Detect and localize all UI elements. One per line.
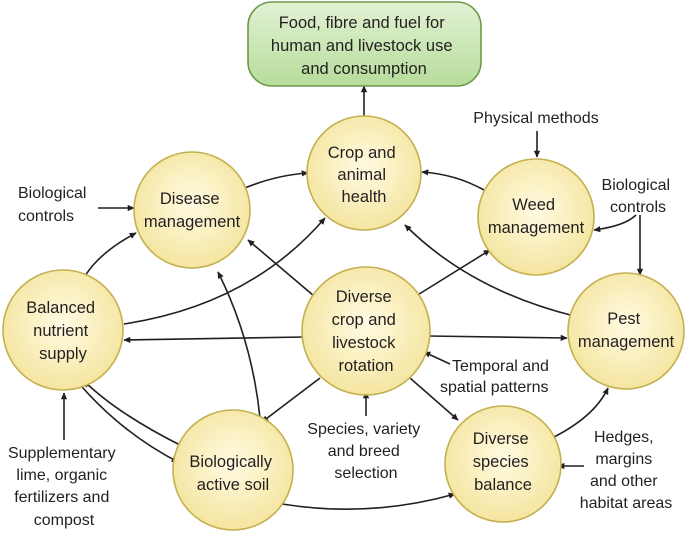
node-label-line: active soil	[197, 476, 269, 494]
edges	[60, 85, 644, 510]
node-weed-management: Weed management	[477, 158, 595, 276]
label-biological-controls-left: Biological controls	[18, 185, 91, 225]
node-label-line: animal	[337, 166, 386, 184]
node-circle	[306, 115, 422, 231]
node-label-line: supply	[39, 345, 87, 363]
node-label: Balanced nutrient supply	[26, 299, 99, 363]
node-label-line: rotation	[338, 357, 393, 375]
node-label-line: nutrient	[33, 322, 88, 340]
node-circle	[133, 151, 251, 269]
node-label-line: health	[342, 188, 387, 206]
node-circle	[477, 158, 595, 276]
node-label-line: Diverse	[336, 288, 392, 306]
label-line: compost	[34, 512, 95, 529]
node-label-line: species	[473, 453, 529, 471]
node-label-line: Biologically	[189, 453, 272, 471]
label-line: Physical methods	[473, 110, 598, 127]
arrow-rotation-to-nutrient	[123, 336, 305, 344]
node-label-line: balance	[474, 476, 532, 494]
labels: Physical methods Biological controls Bio…	[8, 110, 675, 529]
label-line: fertilizers and	[14, 489, 109, 506]
node-label-line: livestock	[332, 334, 396, 352]
node-balanced-nutrient-supply: Balanced nutrient supply	[2, 269, 124, 391]
node-label-line: crop and	[332, 311, 396, 329]
arrow-rotation-to-disease	[247, 239, 315, 297]
label-supplementary: Supplementary lime, organic fertilizers …	[8, 445, 120, 529]
label-line: selection	[334, 465, 397, 482]
node-disease-management: Disease management	[133, 151, 251, 269]
node-label: Diverse species balance	[473, 430, 534, 494]
label-line: spatial patterns	[440, 379, 549, 396]
node-circle	[301, 266, 431, 396]
label-line: Biological	[18, 185, 86, 202]
label-species-variety: Species, variety and breed selection	[307, 421, 424, 482]
arrow-soil-to-nutrient	[83, 380, 183, 447]
arrow-rotation-to-weed	[415, 249, 491, 297]
label-line: controls	[610, 199, 666, 216]
arrow-pest-to-health	[404, 224, 575, 317]
label-line: Hedges,	[594, 429, 654, 446]
node-label-line: Crop and	[328, 144, 396, 162]
node-label: Pest management	[578, 310, 675, 351]
arrow-rotation-to-species	[409, 377, 459, 421]
node-circle	[2, 269, 124, 391]
node-label: Biologically active soil	[189, 453, 276, 494]
label-biological-controls-right: Biological controls	[602, 177, 675, 216]
node-circle	[567, 272, 685, 390]
top-box-text: Food, fibre and fuel for human and lives…	[271, 14, 457, 78]
arrow-soil-to-species	[281, 492, 456, 510]
node-circle	[172, 409, 294, 531]
node-label: Crop and animal health	[328, 144, 400, 206]
arrow-biological-right	[593, 214, 637, 233]
node-label: Weed management	[488, 196, 585, 237]
node-label-line: management	[488, 219, 585, 237]
node-biologically-active-soil: Biologically active soil	[172, 409, 294, 531]
arrow-species-to-pest	[547, 387, 609, 441]
label-line: Temporal and	[452, 358, 549, 375]
label-line: lime, organic	[16, 467, 107, 484]
label-line: Species, variety	[307, 421, 420, 438]
node-label: Disease management	[144, 190, 241, 231]
label-hedges-margins: Hedges, margins and other habitat areas	[580, 429, 673, 512]
node-crop-animal-health: Crop and animal health	[306, 115, 422, 231]
node-label-line: Weed	[512, 196, 555, 214]
label-line: margins	[595, 451, 652, 468]
label-line: Biological	[602, 177, 670, 194]
label-line: habitat areas	[580, 495, 673, 512]
arrow-nutrient-to-soil	[75, 379, 179, 463]
arrow-weed-to-health	[421, 169, 485, 191]
node-label-line: Balanced	[26, 299, 95, 317]
top-box-line: Food, fibre and fuel for	[279, 14, 446, 32]
arrow-nutrient-to-health	[123, 217, 326, 325]
node-label-line: Pest	[607, 310, 640, 328]
node-label: Diverse crop and livestock rotation	[332, 288, 401, 375]
arrow-soil-to-disease	[217, 271, 261, 419]
arrow-temporal	[423, 351, 451, 365]
node-diverse-species-balance: Diverse species balance	[444, 405, 562, 523]
node-circle	[444, 405, 562, 523]
label-physical-methods: Physical methods	[473, 110, 598, 127]
label-temporal-spatial: Temporal and spatial patterns	[440, 358, 553, 396]
top-box: Food, fibre and fuel for human and lives…	[247, 1, 482, 87]
label-line: and breed	[328, 443, 400, 460]
label-line: and other	[590, 473, 658, 490]
arrow-disease-to-health	[239, 170, 309, 191]
node-pest-management: Pest management	[567, 272, 685, 390]
arrow-nutrient-to-disease	[84, 232, 137, 277]
label-line: controls	[18, 208, 74, 225]
node-label-line: management	[144, 213, 241, 231]
node-diverse-rotation: Diverse crop and livestock rotation	[301, 266, 431, 396]
arrow-rotation-to-soil	[261, 377, 321, 423]
top-box-line: human and livestock use	[271, 37, 453, 55]
top-box-line: and consumption	[301, 60, 427, 78]
label-line: Supplementary	[8, 445, 116, 462]
node-label-line: management	[578, 333, 675, 351]
arrow-rotation-to-pest	[427, 334, 568, 342]
node-label-line: Diverse	[473, 430, 529, 448]
node-label-line: Disease	[160, 190, 220, 208]
top-box-shape	[247, 1, 482, 87]
